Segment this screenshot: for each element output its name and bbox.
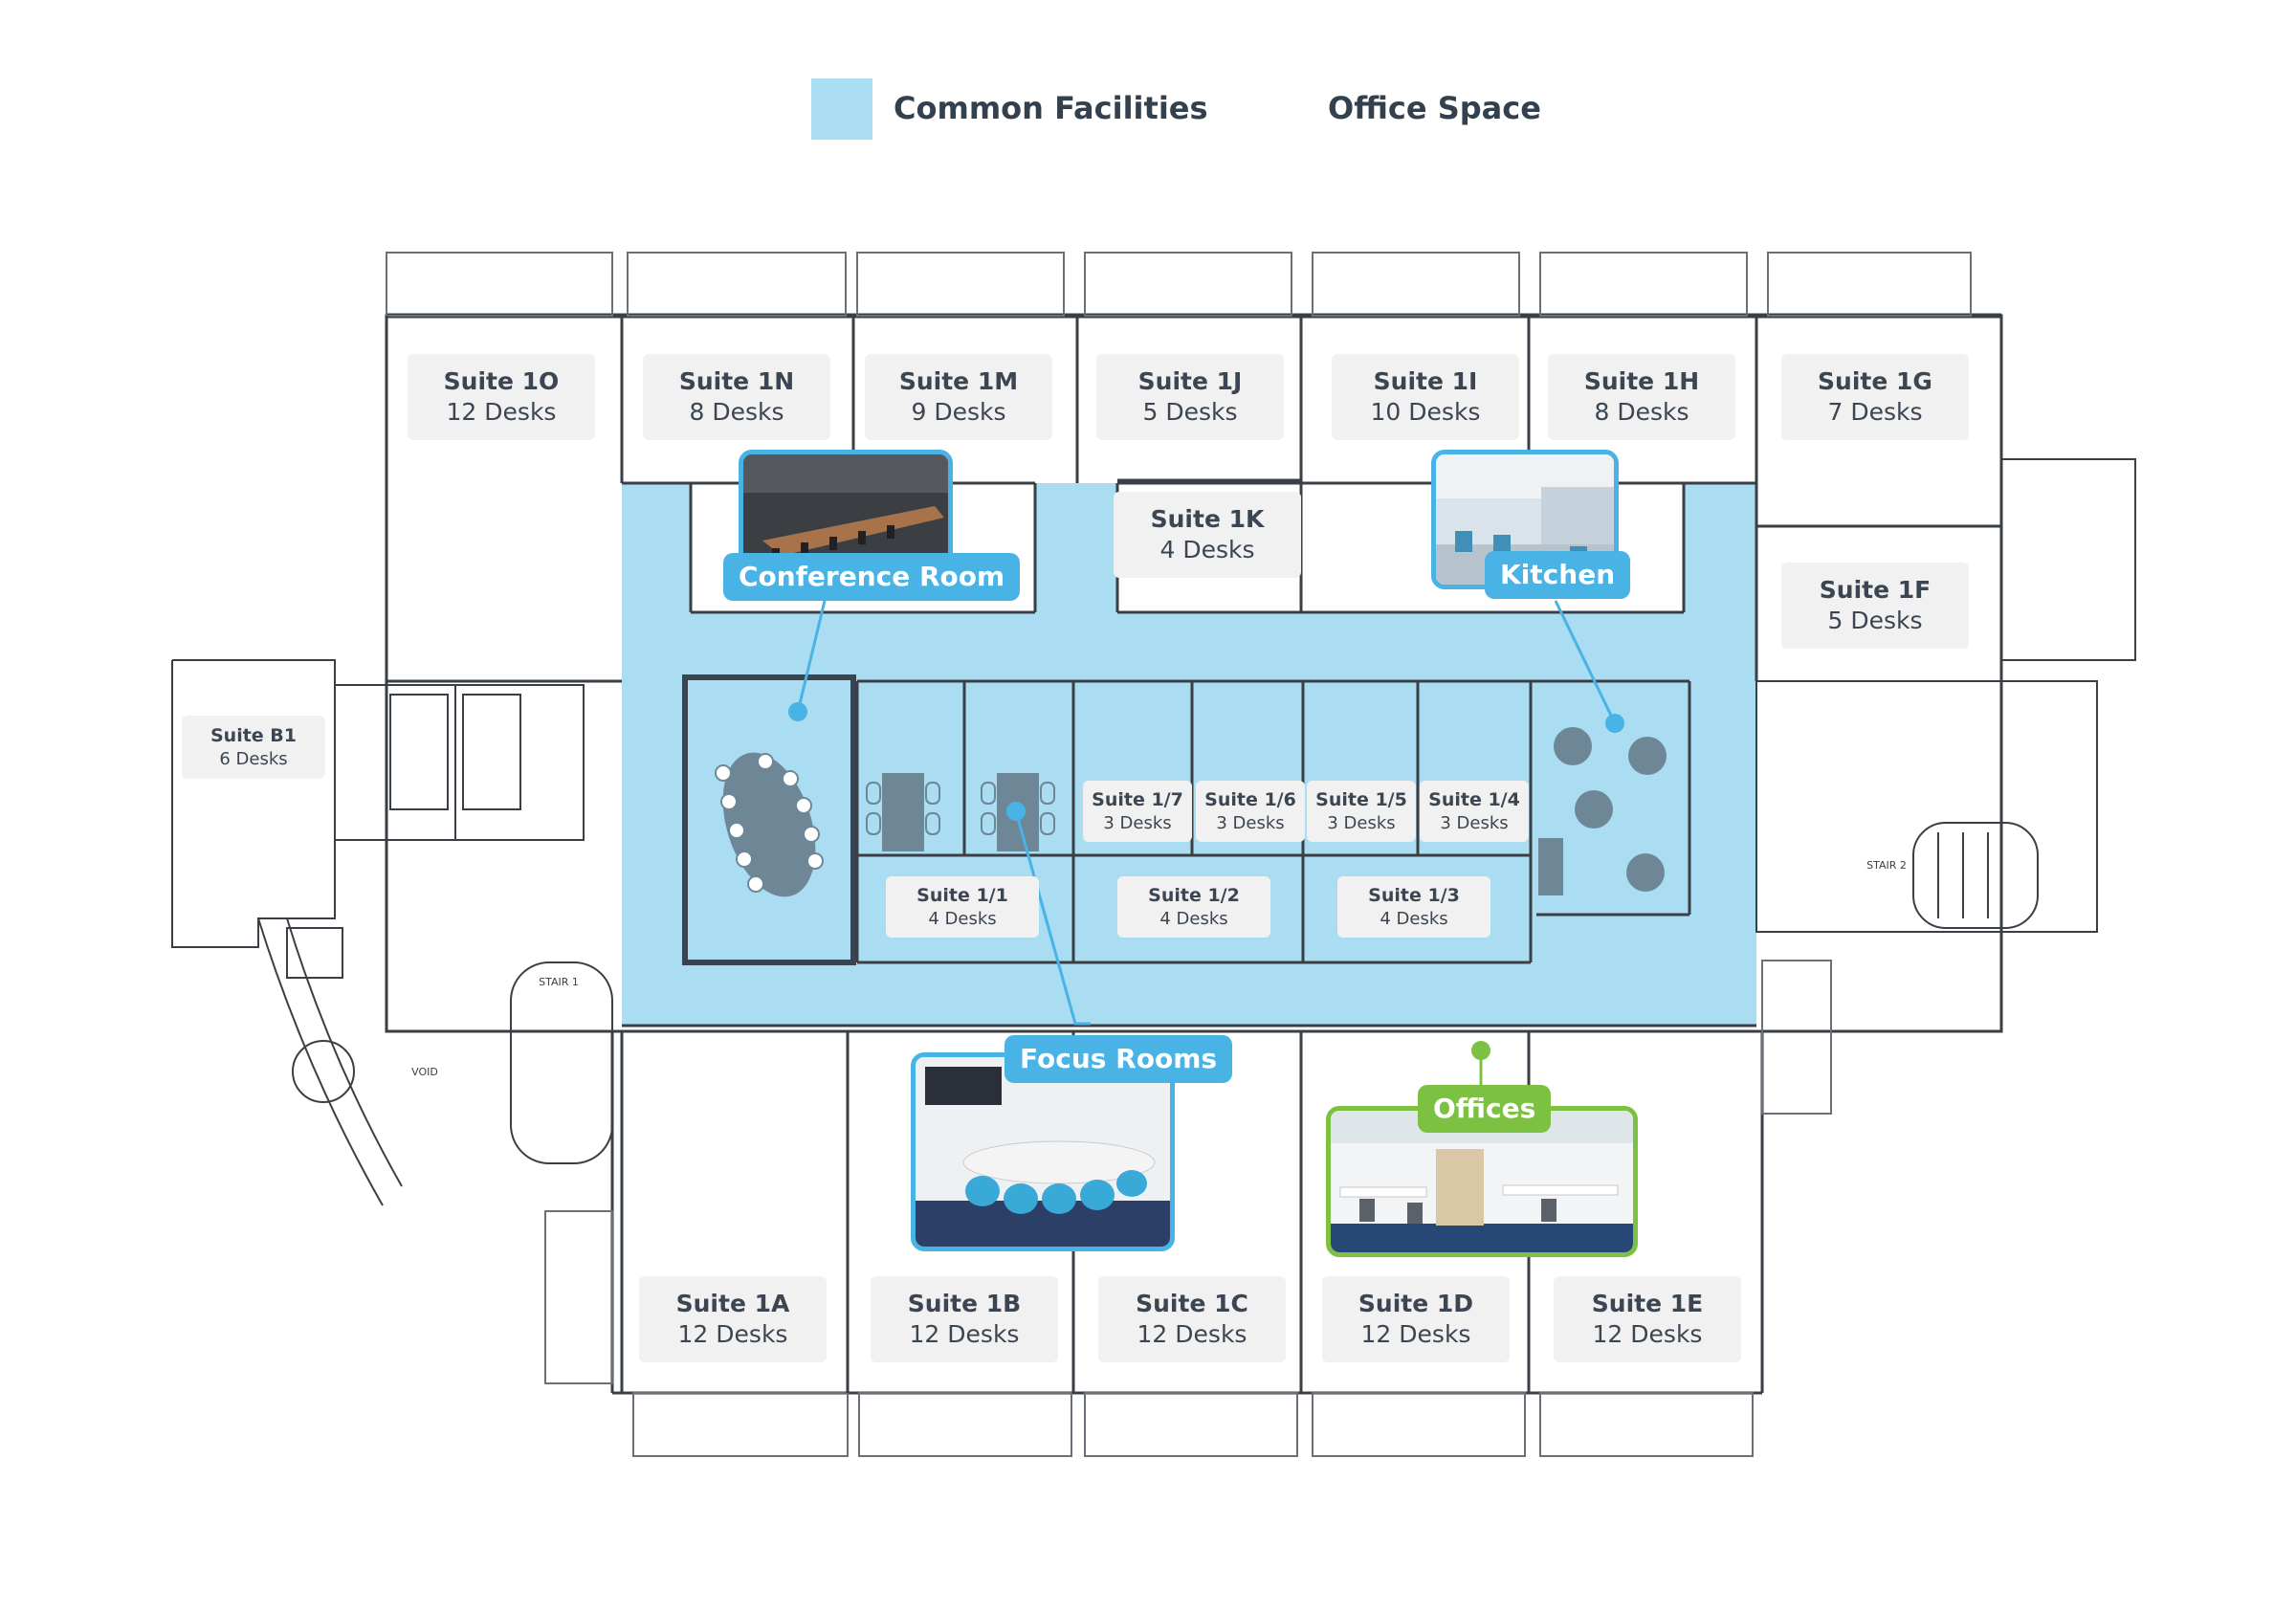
suite-1d: Suite 1D 12 Desks	[1322, 1276, 1510, 1362]
suite-name: Suite 1/4	[1428, 788, 1520, 810]
focus-rooms-image	[916, 1057, 1170, 1247]
leader-lines	[788, 600, 1624, 1100]
suite-name: Suite B1	[210, 724, 297, 746]
suite-name: Suite 1N	[678, 367, 795, 395]
suite-1g: Suite 1G 7 Desks	[1781, 354, 1969, 440]
suite-1c: Suite 1C 12 Desks	[1098, 1276, 1286, 1362]
suite-1j: Suite 1J 5 Desks	[1096, 354, 1284, 440]
stair1-label: STAIR 1	[539, 976, 579, 988]
top-windows	[386, 252, 1972, 317]
suite-1-5: Suite 1/5 3 Desks	[1307, 781, 1416, 842]
suite-1k: Suite 1K 4 Desks	[1114, 492, 1301, 578]
suite-name: Suite 1E	[1591, 1290, 1704, 1317]
offices-tag[interactable]: Offices	[1418, 1085, 1552, 1133]
suite-1b: Suite 1B 12 Desks	[871, 1276, 1058, 1362]
suite-desks: 3 Desks	[1440, 812, 1509, 833]
suite-name: Suite 1G	[1818, 367, 1932, 395]
suite-1a: Suite 1A 12 Desks	[639, 1276, 827, 1362]
suite-desks: 7 Desks	[1827, 398, 1923, 426]
kitchen-tables	[1538, 727, 1667, 895]
suite-1m: Suite 1M 9 Desks	[865, 354, 1052, 440]
suite-name: Suite 1I	[1373, 367, 1478, 395]
legend-label-common: Common Facilities	[894, 90, 1208, 126]
suite-1-2: Suite 1/2 4 Desks	[1117, 876, 1270, 938]
suite-1-6: Suite 1/6 3 Desks	[1196, 781, 1305, 842]
suite-desks: 3 Desks	[1216, 812, 1285, 833]
toilet-block	[334, 684, 585, 841]
suite-name: Suite 1D	[1358, 1290, 1474, 1317]
suite-desks: 12 Desks	[1137, 1320, 1247, 1348]
suite-desks: 12 Desks	[677, 1320, 788, 1348]
suite-name: Suite 1/7	[1092, 788, 1183, 810]
suite-name: Suite 1M	[898, 367, 1019, 395]
suite-1n: Suite 1N 8 Desks	[643, 354, 830, 440]
suite-1e: Suite 1E 12 Desks	[1554, 1276, 1741, 1362]
suite-desks: 5 Desks	[1142, 398, 1238, 426]
offices-image	[1331, 1111, 1633, 1252]
suite-name: Suite 1/6	[1204, 788, 1296, 810]
suite-name: Suite 1B	[907, 1290, 1022, 1317]
suite-name: Suite 1H	[1583, 367, 1700, 395]
suite-name: Suite 1/5	[1315, 788, 1407, 810]
suite-name: Suite 1A	[675, 1290, 790, 1317]
suite-name: Suite 1J	[1137, 367, 1243, 395]
offices-photo[interactable]	[1326, 1106, 1638, 1257]
suite-desks: 12 Desks	[909, 1320, 1020, 1348]
suite-1-7: Suite 1/7 3 Desks	[1083, 781, 1192, 842]
bottom-windows	[544, 960, 1832, 1457]
right-wing	[1755, 458, 2136, 933]
suite-1o: Suite 1O 12 Desks	[408, 354, 595, 440]
focus-room-tables	[866, 773, 1055, 851]
suite-desks: 9 Desks	[911, 398, 1006, 426]
suite-name: Suite 1F	[1819, 576, 1932, 604]
suite-1h: Suite 1H 8 Desks	[1548, 354, 1735, 440]
legend-swatch-common	[811, 78, 872, 140]
suite-desks: 4 Desks	[1380, 908, 1448, 929]
suite-desks: 4 Desks	[1159, 536, 1255, 563]
suite-desks: 8 Desks	[1594, 398, 1689, 426]
conference-table	[715, 752, 824, 897]
suite-desks: 3 Desks	[1103, 812, 1172, 833]
conference-room-outline	[682, 674, 856, 965]
suite-name: Suite 1C	[1136, 1290, 1248, 1317]
stair2-label: STAIR 2	[1866, 859, 1907, 872]
suite-name: Suite 1/1	[916, 884, 1008, 906]
suite-desks: 12 Desks	[446, 398, 557, 426]
void-label: VOID	[411, 1066, 438, 1078]
suite-desks: 5 Desks	[1827, 607, 1923, 634]
suite-desks: 8 Desks	[689, 398, 784, 426]
suite-desks: 4 Desks	[928, 908, 997, 929]
kitchen-tag[interactable]: Kitchen	[1485, 551, 1631, 599]
focus-rooms-photo[interactable]	[911, 1052, 1175, 1251]
suite-1-4: Suite 1/4 3 Desks	[1420, 781, 1529, 842]
suite-name: Suite 1K	[1150, 505, 1265, 533]
suite-b1: Suite B1 6 Desks	[182, 716, 325, 779]
suite-desks: 4 Desks	[1159, 908, 1228, 929]
left-wing	[171, 659, 613, 1206]
legend: Common Facilities Office Space	[811, 78, 1596, 142]
legend-label-office: Office Space	[1328, 90, 1541, 126]
interior-walls	[385, 316, 2001, 1393]
conference-room-tag[interactable]: Conference Room	[723, 553, 1021, 601]
suite-1-3: Suite 1/3 4 Desks	[1337, 876, 1490, 938]
suite-desks: 3 Desks	[1327, 812, 1396, 833]
suite-name: Suite 1O	[443, 367, 560, 395]
suite-desks: 10 Desks	[1370, 398, 1481, 426]
suite-desks: 12 Desks	[1592, 1320, 1703, 1348]
suite-1f: Suite 1F 5 Desks	[1781, 563, 1969, 649]
suite-desks: 6 Desks	[219, 748, 288, 769]
focus-rooms-tag[interactable]: Focus Rooms	[1004, 1035, 1233, 1083]
suite-desks: 12 Desks	[1360, 1320, 1471, 1348]
suite-1-1: Suite 1/1 4 Desks	[886, 876, 1039, 938]
suite-name: Suite 1/2	[1148, 884, 1240, 906]
suite-name: Suite 1/3	[1368, 884, 1460, 906]
suite-1i: Suite 1I 10 Desks	[1332, 354, 1519, 440]
